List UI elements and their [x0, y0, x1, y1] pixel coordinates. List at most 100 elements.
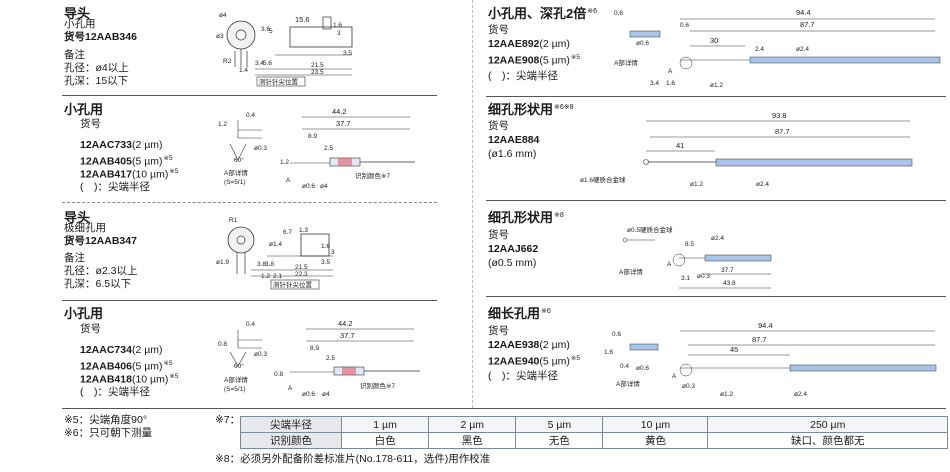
s8-drawing: 0.6 ø0.6 A部详情 1.6 0.4 94.4 87.7 45 ø0.3 …: [604, 321, 937, 398]
s7-dim-2: ø0.3: [697, 273, 710, 280]
table-cell: 黄色: [602, 432, 709, 449]
s8-item-1: 12AAE940(5 µm)※5: [488, 355, 580, 368]
s4-dim-9: ø0.6: [302, 391, 315, 398]
table-cell: 10 µm: [602, 416, 709, 433]
s2-dim-4: 44.2: [332, 107, 347, 116]
s5-dim-3: 87.7: [800, 20, 815, 29]
s3-dim-4: 3.8: [265, 261, 274, 268]
s4-code-label: 货号: [80, 323, 101, 335]
s3-dim-6: 1.3: [299, 227, 308, 234]
s1-dim-2: 15.6: [295, 15, 310, 24]
footnote-7: ※7：: [215, 414, 241, 426]
footnote-6: ※6：只可朝下测量: [64, 427, 153, 439]
s3-note-head: 备注: [64, 252, 85, 264]
s7-spec: (ø0.5 mm): [488, 257, 537, 269]
s2-dim-10: ø4: [320, 183, 328, 190]
s2-dim-7: 2.5: [324, 145, 333, 152]
s6-callout: ø1.6硬质合金球: [580, 175, 626, 184]
s7-code: 12AAJ662: [488, 243, 539, 255]
s5-dim-7: ø2.4: [796, 46, 809, 53]
table-cell: 2 µm: [428, 416, 517, 433]
s3-dim-3: 3.8: [257, 261, 266, 268]
s4-drawing: 0.8 0.4 ø0.3 60° A部详情 (S=5/1) 44.2 37.7 …: [218, 319, 420, 398]
s5-detail-label: A部详情: [614, 58, 638, 67]
s4-dim-5: 37.7: [340, 331, 355, 340]
s5-dim-10: ø1.2: [710, 82, 723, 89]
s2-dim-0: 1.2: [218, 121, 227, 128]
column-divider: [472, 0, 473, 408]
s2-dim-3: 60°: [234, 156, 244, 164]
s1-subtitle: 小孔用: [64, 18, 96, 30]
s5-dim-11: A: [668, 68, 673, 75]
s3-subtitle: 极细孔用: [64, 222, 106, 234]
s8-code-label: 货号: [488, 325, 509, 337]
s1-callout: 测针针尖位置: [259, 77, 299, 86]
s1-note-head: 备注: [64, 49, 85, 61]
s6-dim-1: 87.7: [775, 127, 790, 136]
table-cell: 黑色: [428, 432, 517, 449]
s5-dim-8: 3.4: [650, 80, 659, 87]
s5-probe-tube: [749, 56, 941, 64]
s5-title: 小孔用、深孔2倍※6: [488, 6, 597, 21]
tip-color-table: 尖端半径 1 µm 2 µm 5 µm 10 µm 250 µm 识别颜色 白色…: [240, 416, 948, 449]
s6-probe-tube: [715, 158, 913, 167]
s4-dim-10: ø4: [322, 391, 330, 398]
s7-dim-3: 3.1: [681, 275, 690, 282]
s5-dim-0: 0.6: [614, 10, 623, 17]
s8-detail-label: A部详情: [616, 379, 640, 388]
s2-item-0: 12AAC733(2 µm): [80, 139, 163, 151]
s2-dim-6: 8.9: [308, 133, 317, 140]
s8-dim-9: ø2.4: [794, 391, 807, 398]
s3-note-depth: 孔深：6.5以下: [64, 278, 132, 290]
s1-dim-3: 3.6: [261, 26, 270, 33]
s3-dim-1: ø1.9: [216, 259, 229, 266]
divider: [486, 200, 946, 201]
s5-item-0: 12AAE892(2 µm): [488, 38, 570, 50]
table-row-label: 尖端半径: [240, 416, 342, 433]
s5-dim-6: 2.4: [755, 46, 764, 53]
s3-title: 导头: [64, 210, 91, 225]
s2-dim-8: 1.2: [280, 159, 289, 166]
s4-dim-4: 44.2: [338, 319, 353, 328]
s3-dim-7: 21.5: [295, 264, 308, 271]
divider: [486, 296, 946, 297]
s4-dim-0: 0.8: [218, 341, 227, 348]
s6-dim-2: 41: [676, 141, 684, 150]
divider: [62, 95, 437, 96]
table-cell: 白色: [340, 432, 430, 449]
s5-dim-5: 30: [710, 36, 718, 45]
s1-guide-body: [289, 26, 353, 48]
s7-dim-0: 8.5: [685, 241, 694, 248]
s6-code: 12AAE884: [488, 134, 540, 146]
table-row: 识别颜色 白色 黑色 无色 黄色 缺口、颜色都无: [240, 432, 948, 449]
divider: [486, 96, 946, 97]
s1-dim-11: 21.5: [311, 62, 324, 69]
s3-dim-11: 3.5: [321, 259, 330, 266]
s1-dim-4: 5: [269, 28, 273, 35]
s6-spec: (ø1.6 mm): [488, 148, 537, 160]
s1-note-hole: 孔径：ø4以上: [64, 62, 129, 74]
s1-title: 导头: [64, 6, 91, 21]
s8-title: 细长孔用※6: [488, 306, 551, 321]
s8-item-0: 12AAE938(2 µm): [488, 339, 570, 351]
s1-dim-8: 1.4: [239, 67, 248, 74]
s5-item-1: 12AAE908(5 µm)※5: [488, 54, 580, 67]
table-cell: 1 µm: [340, 416, 430, 433]
s3-dim-5: 6.7: [283, 229, 292, 236]
s4-dim-7: 2.5: [326, 355, 335, 362]
s8-dim-1: ø0.6: [636, 365, 649, 372]
s4-item-1: 12AAB406(5 µm)※5: [80, 360, 173, 373]
table-cell: 缺口、颜色都无: [707, 432, 948, 449]
s4-item-0: 12AAC734(2 µm): [80, 344, 163, 356]
s4-dim-11: A: [288, 385, 293, 392]
s8-probe-tube: [789, 364, 937, 372]
s4-tip-note: ( )：尖端半径: [80, 386, 150, 398]
s2-item-2: 12AAB417(10 µm)※5: [80, 168, 179, 181]
s1-dim-9: 3.4: [255, 60, 264, 67]
s2-dim-1: 0.4: [246, 112, 255, 119]
s8-dim-7: ø0.3: [682, 383, 695, 390]
s2-dim-5: 37.7: [336, 119, 351, 128]
s5-drawing: 0.6 ø0.6 A部详情 94.4 87.7 0.6 30 2.4 ø2.4 …: [614, 8, 941, 89]
s8-tip-note: ( )：尖端半径: [488, 370, 558, 382]
s7-drawing: ø0.5硬质合金球 A部详情 8.5 ø2.4 A ø0.3 3.1 37.7 …: [619, 225, 772, 289]
